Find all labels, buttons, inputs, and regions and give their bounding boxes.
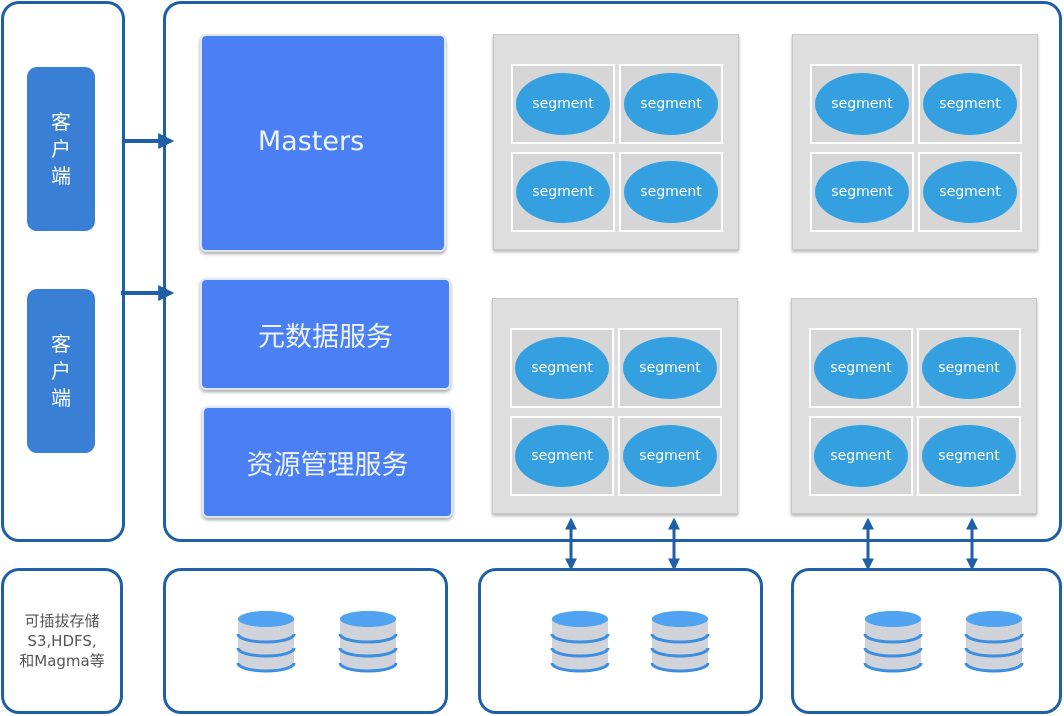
segment-node: segment — [922, 337, 1016, 399]
segment-group-bottom-left: segment segment segment segment — [492, 298, 738, 514]
database-icon — [550, 611, 610, 673]
storage-panel-2 — [478, 568, 763, 714]
segment-node: segment — [624, 73, 718, 135]
segment-node: segment — [624, 161, 718, 223]
client-label-2: 客户端 — [51, 331, 71, 410]
segment-node: segment — [623, 337, 717, 399]
storage-label-line-2: S3,HDFS, — [27, 632, 97, 650]
metadata-service-label: 元数据服务 — [258, 321, 393, 353]
storage-panel-1 — [163, 568, 448, 714]
masters-box: Masters — [200, 34, 446, 252]
segment-node: segment — [623, 425, 717, 487]
segment-node: segment — [815, 73, 909, 135]
masters-label: Masters — [257, 125, 365, 157]
database-icon — [964, 611, 1024, 673]
segment-node: segment — [814, 337, 908, 399]
segment-node: segment — [516, 161, 610, 223]
segment-node: segment — [815, 161, 909, 223]
segment-node: segment — [923, 73, 1017, 135]
segment-group-top-left: segment segment segment segment — [493, 34, 739, 250]
database-icon — [338, 611, 398, 673]
storage-description: 可插拔存储 S3,HDFS, 和Magma等 — [4, 571, 120, 711]
database-icon — [236, 611, 296, 673]
segment-group-bottom-right: segment segment segment segment — [791, 298, 1037, 514]
resource-manager-box: 资源管理服务 — [202, 406, 453, 518]
storage-label-line-3: 和Magma等 — [19, 652, 105, 670]
resource-manager-label: 资源管理服务 — [246, 449, 409, 481]
client-box-2: 客户端 — [27, 289, 95, 453]
storage-label-line-1: 可插拔存储 — [24, 612, 100, 630]
metadata-service-box: 元数据服务 — [200, 278, 451, 390]
segment-node: segment — [515, 337, 609, 399]
storage-label-panel: 可插拔存储 S3,HDFS, 和Magma等 — [1, 568, 123, 714]
segment-node: segment — [516, 73, 610, 135]
segment-node: segment — [814, 425, 908, 487]
segment-node: segment — [515, 425, 609, 487]
database-icon — [650, 611, 710, 673]
segment-group-top-right: segment segment segment segment — [792, 34, 1038, 250]
client-label-1: 客户端 — [51, 109, 71, 188]
database-icon — [863, 611, 923, 673]
client-box-1: 客户端 — [27, 67, 95, 231]
segment-node: segment — [923, 161, 1017, 223]
segment-node: segment — [922, 425, 1016, 487]
